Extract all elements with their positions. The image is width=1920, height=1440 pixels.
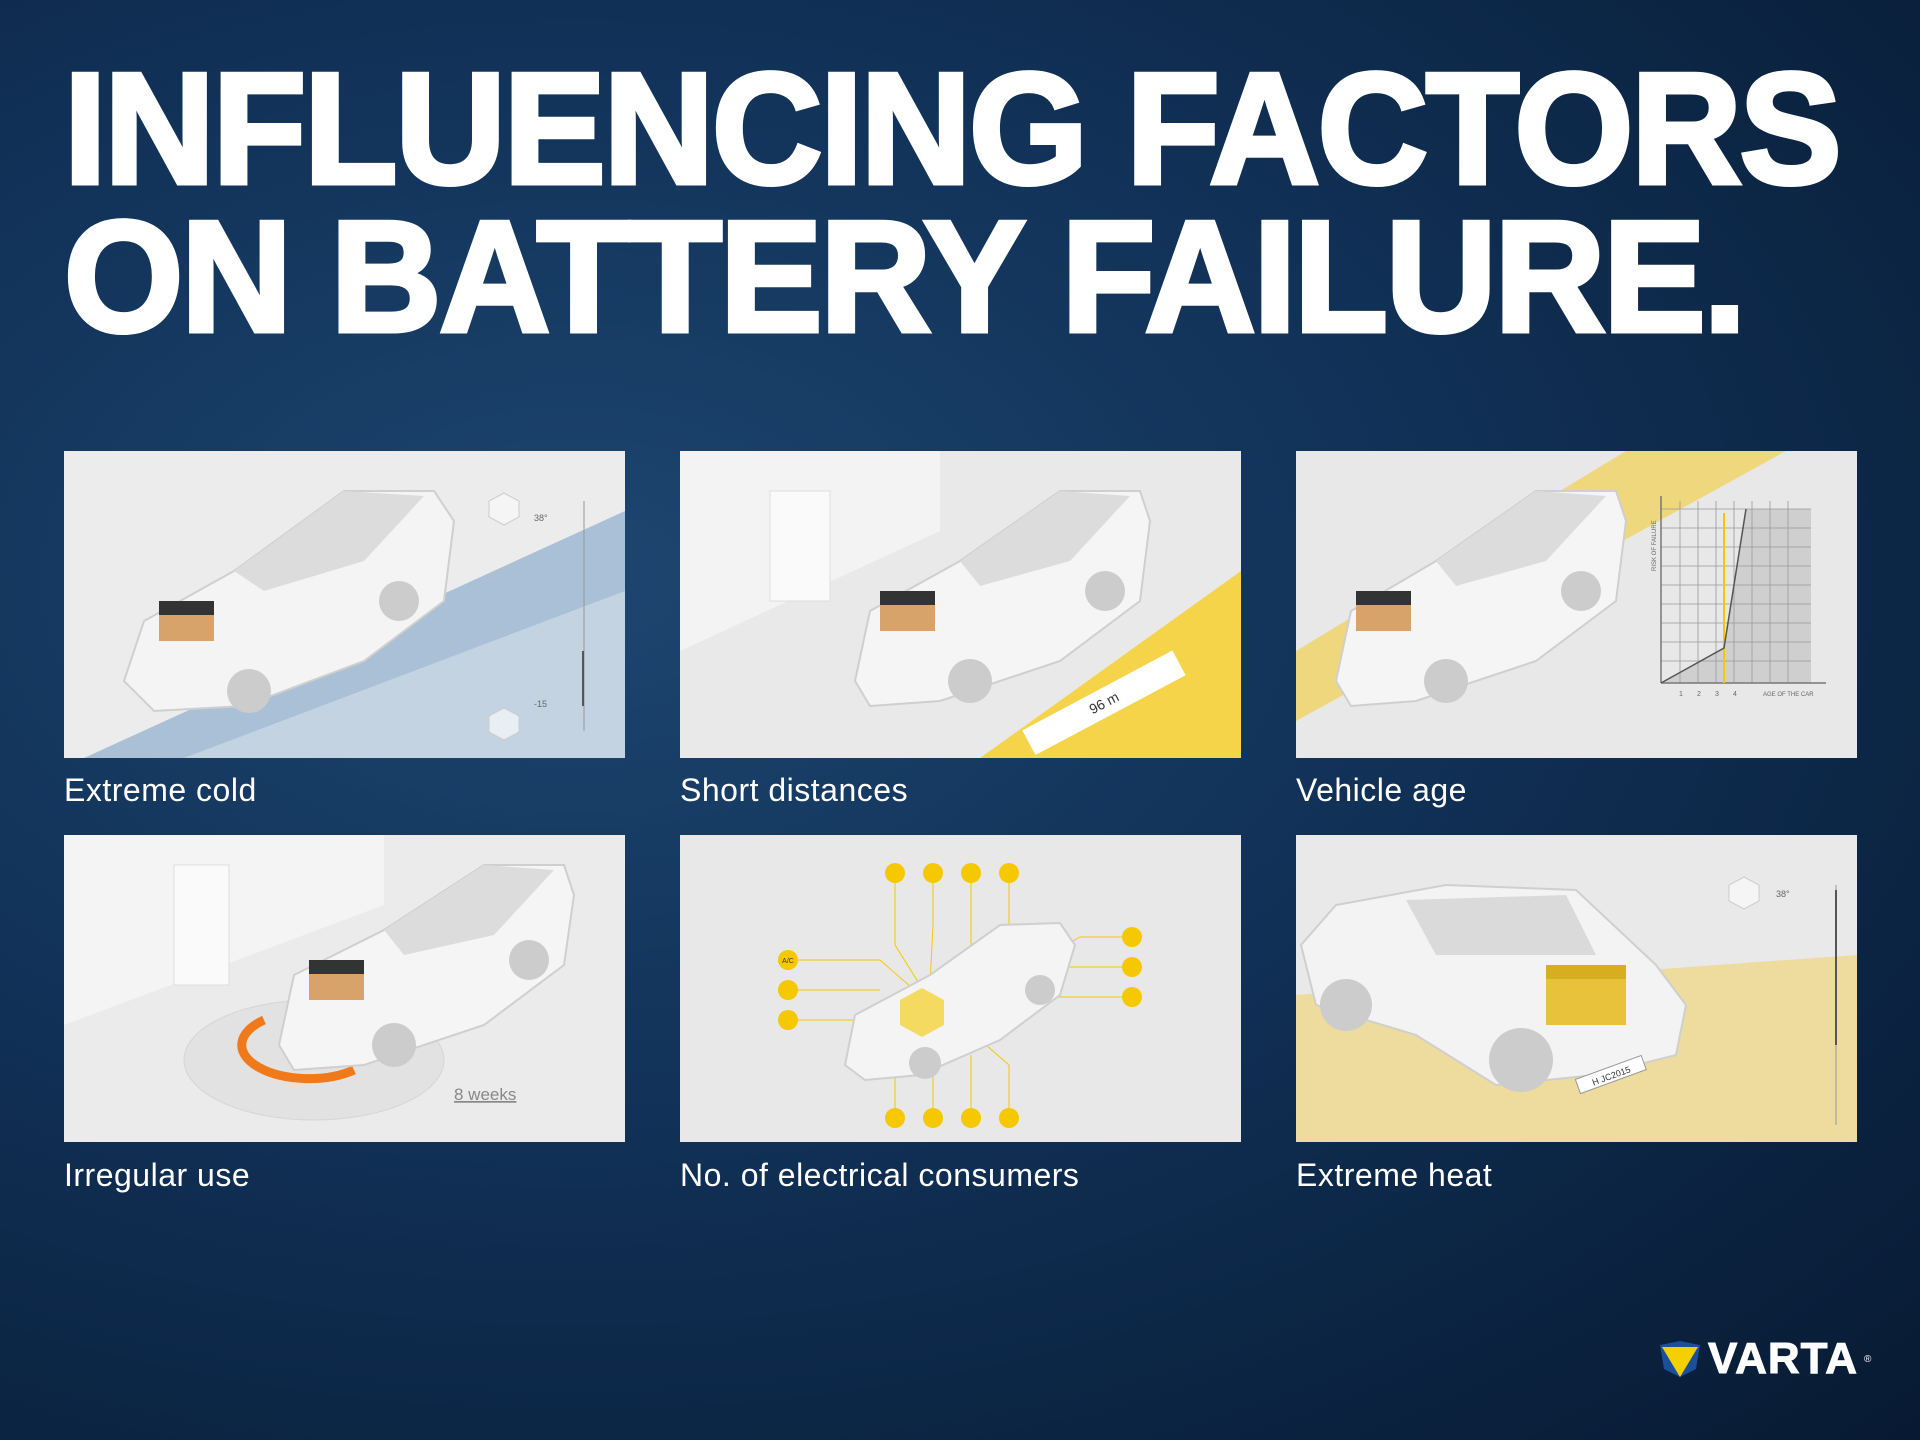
ac-label: A/C — [782, 958, 794, 965]
battery-icon — [1546, 975, 1626, 1025]
car-illustration — [122, 490, 456, 713]
sun-icon — [1728, 876, 1760, 910]
varta-shield-icon — [1660, 1341, 1700, 1377]
tick-2: 2 — [1697, 691, 1701, 698]
headline-line-2: ON BATTERY FAILURE. — [62, 189, 1749, 365]
car-illustration — [843, 921, 1077, 1082]
tick-1: 1 — [1679, 691, 1683, 698]
panel-irregular-use: 8 weeks — [64, 835, 625, 1142]
headline-line-1: INFLUENCING FACTORS — [62, 41, 1844, 217]
battery-icon — [900, 988, 944, 1037]
sun-icon — [488, 492, 520, 526]
snowflake-icon — [488, 707, 520, 741]
panel-electrical-consumers: A/C — [680, 835, 1241, 1142]
x-axis-label: AGE OF THE CAR — [1763, 692, 1814, 698]
panel-extreme-heat: H JC2015 38° — [1296, 835, 1857, 1142]
caption-extreme-heat: Extreme heat — [1296, 1157, 1493, 1193]
tick-3: 3 — [1715, 691, 1719, 698]
panel-extreme-cold: 38° -15 — [64, 451, 625, 758]
caption-extreme-cold: Extreme cold — [64, 772, 257, 808]
temp-high-label: 38° — [1776, 889, 1790, 899]
car-illustration — [853, 490, 1152, 708]
varta-logo: VARTA ® — [1658, 1334, 1871, 1384]
tick-4: 4 — [1733, 691, 1737, 698]
temp-high-label: 38° — [534, 513, 548, 523]
y-axis-label: RISK OF FAILURE — [1652, 520, 1658, 571]
car-illustration: H JC2015 — [1299, 883, 1688, 1095]
panel-vehicle-age: RISK OF FAILURE 1 2 3 4 AGE OF THE CAR — [1296, 451, 1857, 758]
caption-short-distances: Short distances — [680, 772, 909, 808]
caption-irregular-use: Irregular use — [64, 1157, 251, 1193]
brand-name: VARTA — [1707, 1334, 1859, 1384]
registered-mark: ® — [1864, 1353, 1872, 1365]
car-illustration — [277, 864, 576, 1072]
caption-vehicle-age: Vehicle age — [1296, 772, 1467, 808]
panel-short-distances: 96 m — [680, 451, 1241, 758]
consumer-icons — [778, 863, 1142, 1128]
risk-chart: RISK OF FAILURE 1 2 3 4 AGE OF THE CAR — [1652, 496, 1826, 698]
car-illustration — [1334, 490, 1628, 708]
caption-electrical-consumers: No. of electrical consumers — [680, 1157, 1080, 1193]
duration-label: 8 weeks — [454, 1085, 516, 1104]
thermometer-scale — [582, 501, 585, 731]
temp-low-label: -15 — [534, 699, 547, 709]
